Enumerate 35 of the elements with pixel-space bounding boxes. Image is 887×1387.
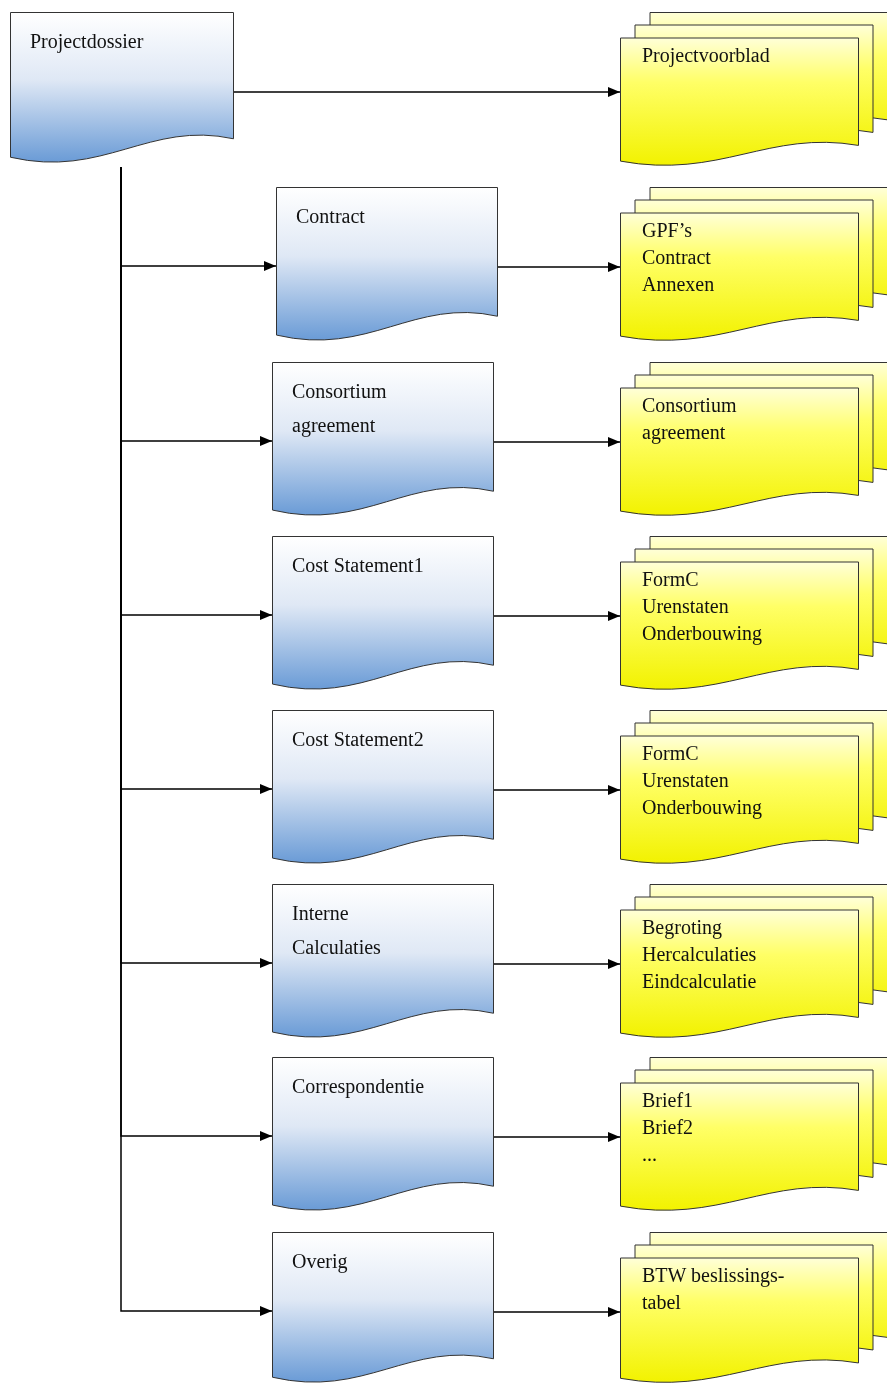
node-text: BTW beslissings-tabel [642, 1263, 786, 1315]
node-text: Contract [642, 245, 712, 270]
node-text: Annexen [642, 272, 716, 297]
node-text: Contract [296, 204, 366, 229]
arrow [497, 262, 621, 272]
node-text: Overig [292, 1249, 349, 1275]
arrow [493, 1132, 621, 1142]
node-text: Urenstaten [642, 768, 730, 793]
arrow [493, 785, 621, 795]
node-text: Consortium agreement [292, 379, 388, 439]
arrow [493, 611, 621, 621]
node-text: Eindcalculatie [642, 969, 758, 994]
node-text: Urenstaten [642, 594, 730, 619]
node-text: Brief1 [642, 1088, 695, 1113]
arrow [493, 959, 621, 969]
node-text: Projectdossier [30, 29, 145, 55]
node-text: Correspondentie [292, 1074, 426, 1100]
node-text: Cost Statement2 [292, 727, 425, 752]
node-text: Interne Calculaties [292, 901, 382, 960]
node-text: Cost Statement1 [292, 553, 425, 578]
arrow [233, 87, 621, 97]
node-text: FormC [642, 741, 700, 766]
node-text: FormC [642, 567, 700, 592]
arrow [120, 166, 273, 1316]
node-text: Onderbouwing [642, 621, 763, 647]
node-text: ... [642, 1142, 658, 1167]
arrow [493, 1307, 621, 1317]
node-text: Brief2 [642, 1115, 695, 1140]
node-text: GPF’s [642, 218, 694, 243]
node-text: Hercalculaties [642, 942, 758, 967]
node-text: Onderbouwing [642, 795, 763, 821]
node-text: Projectvoorblad [642, 43, 771, 69]
node-text: Begroting [642, 915, 723, 941]
node-text: Consortium agreement [642, 393, 738, 446]
arrow [493, 437, 621, 447]
